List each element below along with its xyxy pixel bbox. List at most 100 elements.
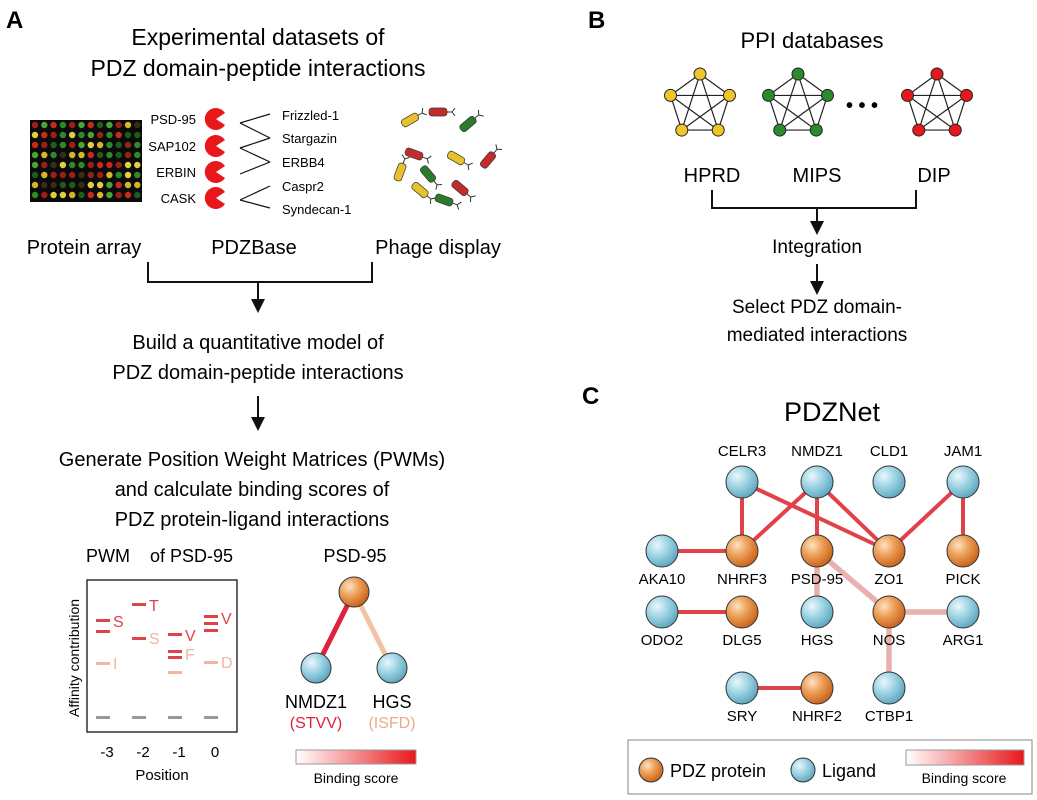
array-spot [31, 171, 39, 179]
pwm-bar [204, 661, 218, 664]
pdz-protein-list: PSD-95 SAP102 ERBIN CASK [148, 108, 225, 209]
panel-c-letter: C [582, 383, 599, 410]
node-label-nmdz1: NMDZ1 [791, 443, 843, 460]
pwm-residue-labels: S I T S V F V D [113, 598, 233, 673]
step-build-line2: PDZ domain-peptide interactions [112, 362, 403, 384]
array-spot [59, 171, 67, 179]
pdz-protein-psd95: PSD-95 [150, 112, 196, 127]
array-spot [31, 121, 39, 129]
db-graph-node [773, 123, 787, 137]
array-spot [59, 181, 67, 189]
db-graph-edge [681, 94, 730, 131]
array-spot [41, 151, 48, 159]
source-phage-display: Phage display [375, 237, 501, 259]
legend-pdz-swatch [638, 757, 664, 783]
array-spot [115, 141, 122, 149]
array-spot [69, 141, 76, 149]
node-label-psd95: PSD-95 [791, 571, 844, 588]
array-spot [134, 171, 141, 179]
array-spot [134, 141, 141, 149]
ligand-syndecan1: Syndecan-1 [282, 202, 351, 217]
array-spot [31, 141, 39, 149]
array-spot [31, 131, 39, 139]
protein-array-image [30, 120, 142, 202]
db-graph-node [901, 88, 915, 102]
node-celr3 [725, 465, 759, 499]
legend-box [627, 739, 1033, 795]
panel-a-title-line1: Experimental datasets of [131, 24, 385, 50]
array-spot [124, 151, 132, 159]
pwm-bar [204, 622, 218, 625]
edge-nmdz1-zo1 [815, 480, 891, 553]
array-spot [115, 171, 122, 179]
array-spot [96, 151, 104, 159]
array-spot [134, 131, 141, 139]
db-graph-edge [670, 94, 719, 131]
phage-particle [451, 180, 476, 203]
array-spot [124, 131, 132, 139]
legend-pdz-label: PDZ protein [670, 761, 766, 781]
phage-particle [404, 147, 432, 164]
array-spot [50, 161, 57, 169]
pwm-tick-neg2: -2 [136, 744, 149, 761]
pwm-residue-i: I [113, 656, 117, 673]
array-spot [59, 151, 67, 159]
pwm-bar [96, 630, 110, 633]
node-label-arg1: ARG1 [943, 632, 984, 649]
pdz-protein-sap102: SAP102 [148, 139, 196, 154]
array-spot [78, 191, 85, 199]
pwm-y-axis-label: Affinity contribution [66, 599, 82, 717]
pwm-residue-v2: V [221, 611, 232, 628]
panel-a-title-line2: PDZ domain-peptide interactions [91, 55, 426, 81]
pwm-bar [132, 637, 146, 640]
array-spot [69, 161, 76, 169]
binding-score-label-a: Binding score [314, 770, 399, 786]
array-spot [78, 151, 85, 159]
pwm-residue-v: V [185, 628, 196, 645]
node-label-cld1: CLD1 [870, 443, 908, 460]
db-graph-edge [779, 94, 828, 131]
pwm-tick-0: 0 [211, 744, 219, 761]
array-spot [106, 141, 113, 149]
pdz-protein-cask: CASK [161, 191, 197, 206]
array-spot [96, 161, 104, 169]
array-spot [87, 161, 95, 169]
node-psd95 [800, 534, 834, 568]
array-spot [124, 141, 132, 149]
array-spot [59, 191, 67, 199]
db-graph-node [820, 88, 834, 102]
array-spot [50, 121, 57, 129]
array-spot [31, 161, 39, 169]
array-spot [78, 171, 85, 179]
pwm-bars [96, 603, 218, 719]
edge-nmdz1-nhrf3 [740, 480, 819, 553]
pwm-bar [168, 633, 182, 636]
array-spot [31, 181, 39, 189]
array-spot [78, 141, 85, 149]
example-motif-stvv: (STVV) [290, 715, 342, 732]
pdzbase-connections [239, 113, 271, 209]
step-generate-line3: PDZ protein-ligand interactions [115, 509, 390, 531]
source-protein-array: Protein array [27, 237, 142, 259]
phage-particle [411, 182, 436, 205]
pdz-domain-icon [204, 108, 225, 130]
db-graph-node [930, 67, 944, 81]
node-label-nhrf2: NHRF2 [792, 708, 842, 725]
db-dip: DIP [917, 165, 950, 187]
source-pdzbase: PDZBase [211, 237, 297, 259]
node-label-nos: NOS [873, 632, 906, 649]
legend-score-label: Binding score [922, 770, 1007, 786]
array-spot [134, 121, 141, 129]
node-odo2 [645, 595, 679, 629]
array-spot [31, 191, 39, 199]
array-spot [124, 161, 132, 169]
legend-ligand-swatch [790, 757, 816, 783]
phage-particle [459, 109, 484, 132]
array-spot [106, 181, 113, 189]
ppi-database-graphs [664, 67, 973, 137]
legend-ligand-label: Ligand [822, 761, 876, 781]
array-spot [87, 131, 95, 139]
node-label-ctbp1: CTBP1 [865, 708, 913, 725]
array-spot [78, 131, 85, 139]
node-nos [872, 595, 906, 629]
